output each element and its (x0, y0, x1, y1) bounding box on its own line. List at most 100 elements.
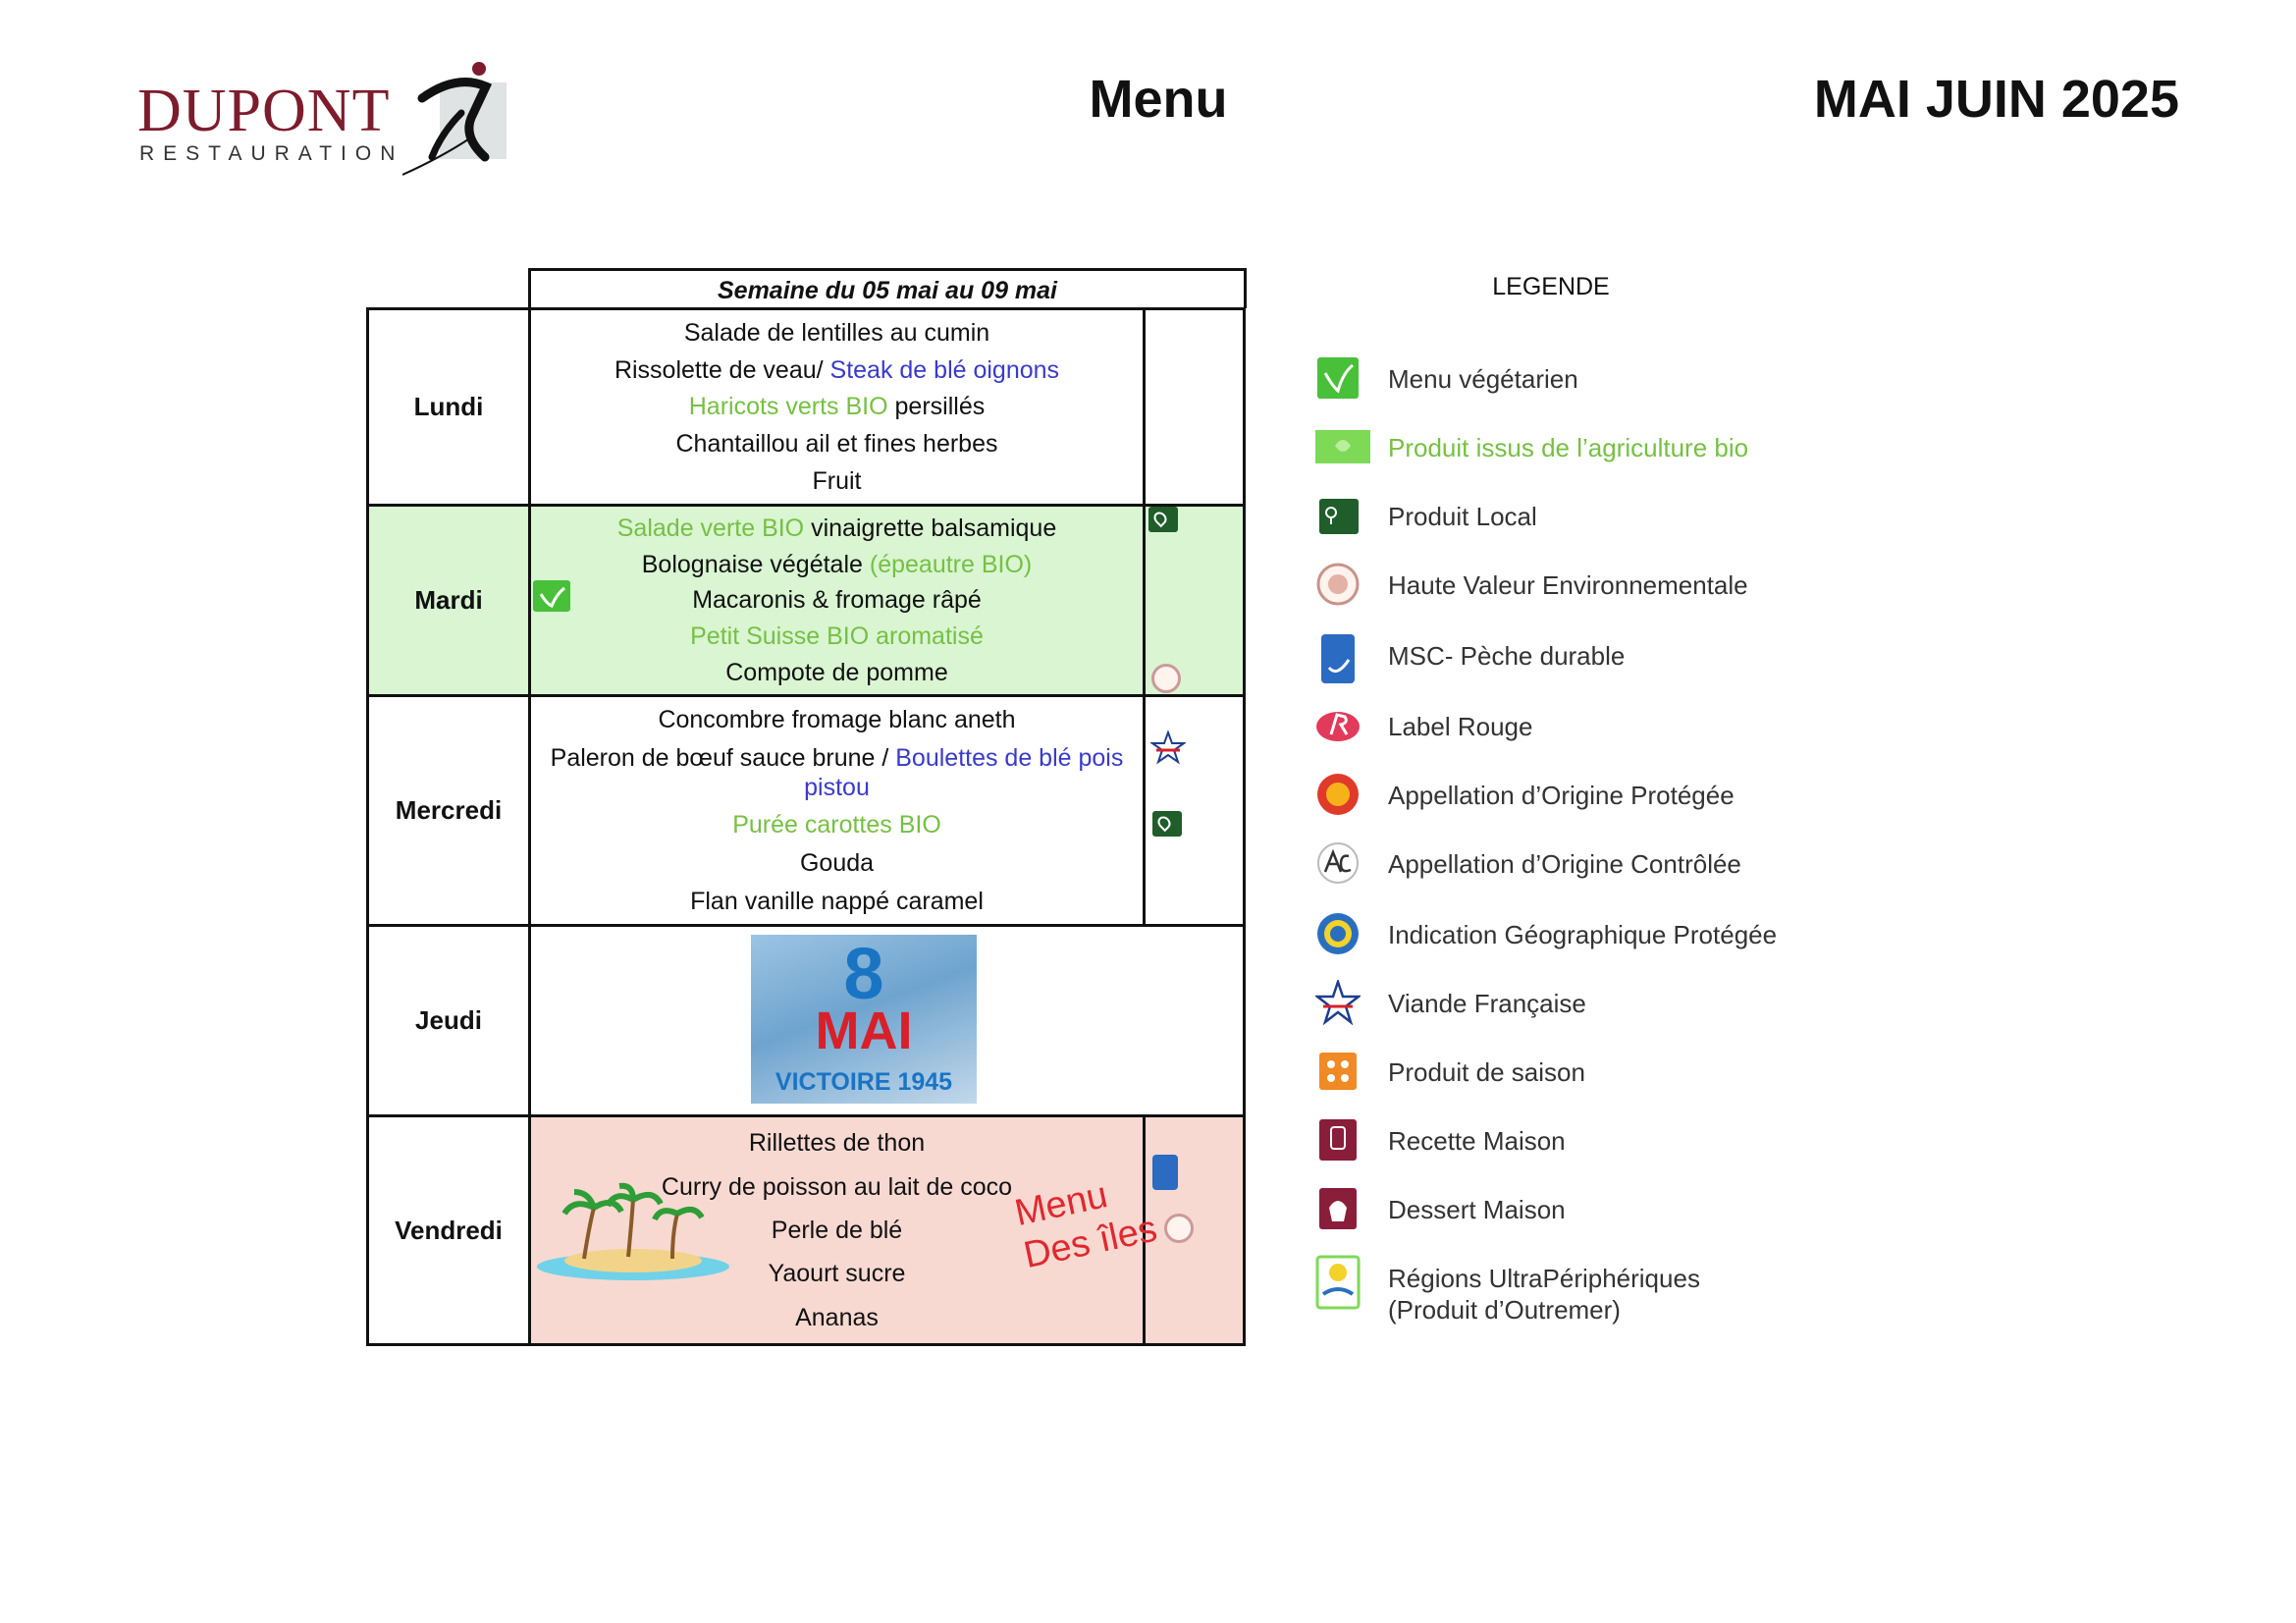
dish-main: Bolognaise végétale (épeautre BIO) (642, 550, 1032, 579)
aoc-seal-icon (1317, 842, 1359, 884)
legend-item-hve: Haute Valeur Environnementale (1315, 562, 1865, 611)
dish-starter: Salade verte BIO vinaigrette balsamique (617, 514, 1056, 543)
french-meat-star-icon (1150, 730, 1186, 765)
hve-seal-icon (1316, 563, 1360, 606)
dish-dessert: Fruit (813, 466, 862, 496)
dish-text: Flan vanille nappé caramel (690, 887, 984, 915)
dish-side: Macaronis & fromage râpé (692, 585, 982, 615)
french-meat-star-icon (1315, 980, 1361, 1025)
legend-item-saison: Produit de saison (1315, 1049, 1865, 1098)
legend-label: Label Rouge (1388, 712, 1533, 741)
label-column (1148, 310, 1243, 504)
dish-text: Macaronis & fromage râpé (692, 586, 982, 615)
dish-main: Curry de poisson au lait de coco (662, 1172, 1012, 1202)
msc-fish-icon (1152, 1155, 1178, 1190)
legend-item-bio: Produit issus de l’agriculture bio (1315, 424, 1865, 473)
tropical-island-icon (537, 1182, 729, 1280)
dish-text: vinaigrette balsamique (804, 514, 1057, 543)
day-name: Vendredi (369, 1117, 531, 1343)
vegetarian-leaf-icon (1317, 357, 1359, 399)
day-row-mardi: Mardi Salade verte BIO vinaigrette balsa… (366, 504, 1246, 697)
dish-bio-text: Haricots verts BIO (688, 393, 888, 421)
legend-item-rup: Régions UltraPériphériques (Produit d’Ou… (1315, 1255, 1865, 1325)
dish-side: Purée carottes BIO (732, 810, 941, 839)
runner-logo-icon (402, 62, 507, 176)
legend-label: Produit issus de l’agriculture bio (1388, 433, 1749, 462)
homemade-recipe-icon (1319, 1119, 1357, 1161)
vegetarian-leaf-icon (533, 580, 570, 612)
dish-cheese: Chantaillou ail et fines herbes (676, 429, 998, 459)
dish-text: Salade de lentilles au cumin (683, 318, 990, 347)
legend-label: Appellation d’Origine Contrôlée (1388, 849, 1741, 879)
legend-label: Menu végétarien (1388, 364, 1578, 394)
dish-starter: Salade de lentilles au cumin (684, 318, 989, 348)
legend-label: Haute Valeur Environnementale (1388, 570, 1748, 600)
week-header: Semaine du 05 mai au 09 mai (528, 268, 1247, 308)
victoire-1945-image: 8 MAI VICTOIRE 1945 (751, 935, 977, 1104)
dupont-logo: DUPONT RESTAURATION (137, 59, 510, 187)
day-name: Lundi (369, 310, 531, 504)
brand-subtitle: RESTAURATION (139, 142, 404, 165)
dish-cheese: Gouda (800, 848, 874, 878)
aop-seal-icon (1317, 774, 1359, 815)
dish-vegetarian-option: Boulettes de blé pois pistou (804, 743, 1124, 801)
dish-text: Curry de poisson au lait de coco (661, 1172, 1013, 1201)
day-name: Mercredi (369, 697, 531, 924)
legend-label: Produit Local (1388, 502, 1537, 531)
dish-text: Rissolette de veau/ (614, 355, 830, 384)
legend-label-secondary: (Produit d’Outremer) (1388, 1295, 1621, 1325)
dish-text: Compote de pomme (725, 658, 948, 686)
dish-vegetarian-option: Steak de blé oignons (829, 355, 1060, 384)
label-column (1148, 507, 1243, 694)
dish-text: Perle de blé (771, 1216, 903, 1244)
day-name: Mardi (369, 507, 531, 694)
day-row-lundi: Lundi Salade de lentilles au cumin Risso… (366, 307, 1246, 507)
dish-dessert: Ananas (795, 1303, 879, 1332)
legend-label: Produit de saison (1388, 1057, 1585, 1087)
dish-text: Gouda (799, 849, 875, 878)
legend-label: Dessert Maison (1388, 1195, 1566, 1224)
dish-text: Chantaillou ail et fines herbes (675, 430, 998, 459)
dish-text: Rillettes de thon (748, 1129, 926, 1158)
dish-list: Salade de lentilles au cumin Rissolette … (531, 310, 1146, 504)
dish-side: Perle de blé (772, 1216, 902, 1245)
homemade-dessert-icon (1319, 1188, 1357, 1229)
legend-item-local: Produit Local (1315, 493, 1865, 542)
legend-label: MSC- Pèche durable (1388, 641, 1626, 671)
dish-bio-text: Petit Suisse BIO aromatisé (690, 622, 984, 651)
legend-item-vegetarian: Menu végétarien (1315, 355, 1865, 405)
dish-dairy: Petit Suisse BIO aromatisé (690, 622, 984, 651)
dish-dessert: Compote de pomme (725, 658, 948, 687)
igp-seal-icon (1317, 913, 1359, 954)
local-product-icon (1152, 811, 1182, 837)
dish-text: Concombre fromage blanc aneth (658, 706, 1016, 734)
legend-item-aop: Appellation d’Origine Protégée (1315, 772, 1865, 821)
hve-seal-icon (1151, 664, 1181, 693)
legend-item-recette-maison: Recette Maison (1315, 1117, 1865, 1166)
legend-label: Régions UltraPériphériques (1388, 1264, 1700, 1293)
page-title: Menu (1089, 70, 1228, 129)
legend-label: Indication Géographique Protégée (1388, 920, 1778, 949)
legend-label: Recette Maison (1388, 1126, 1566, 1156)
dish-main: Rissolette de veau/ Steak de blé oignons (614, 355, 1059, 385)
dish-list: Concombre fromage blanc aneth Paleron de… (531, 697, 1146, 924)
holiday-month: MAI (815, 1001, 913, 1060)
dish-text: Fruit (812, 467, 862, 496)
legend-label: Appellation d’Origine Protégée (1388, 781, 1735, 810)
dish-bio-text: Salade verte BIO (616, 514, 805, 543)
hve-seal-icon (1164, 1214, 1194, 1243)
dish-main: Paleron de bœuf sauce brune / Boulettes … (543, 743, 1132, 802)
seasonal-product-icon (1319, 1053, 1357, 1090)
legend-item-aoc: Appellation d’Origine Contrôlée (1315, 840, 1865, 890)
day-name: Jeudi (369, 927, 531, 1114)
dish-text: Bolognaise végétale (641, 550, 870, 578)
dish-text: Ananas (795, 1303, 879, 1331)
label-rouge-icon (1316, 712, 1360, 741)
day-row-mercredi: Mercredi Concombre fromage blanc aneth P… (366, 694, 1246, 927)
brand-name: DUPONT (137, 78, 391, 144)
organic-bio-icon (1315, 430, 1370, 463)
day-row-vendredi: Vendredi Rillettes de thon Curry de pois… (366, 1114, 1246, 1346)
overseas-regions-icon (1315, 1255, 1361, 1310)
dish-dairy: Yaourt sucre (769, 1259, 906, 1288)
menu-period: MAI JUIN 2025 (1813, 70, 2179, 129)
